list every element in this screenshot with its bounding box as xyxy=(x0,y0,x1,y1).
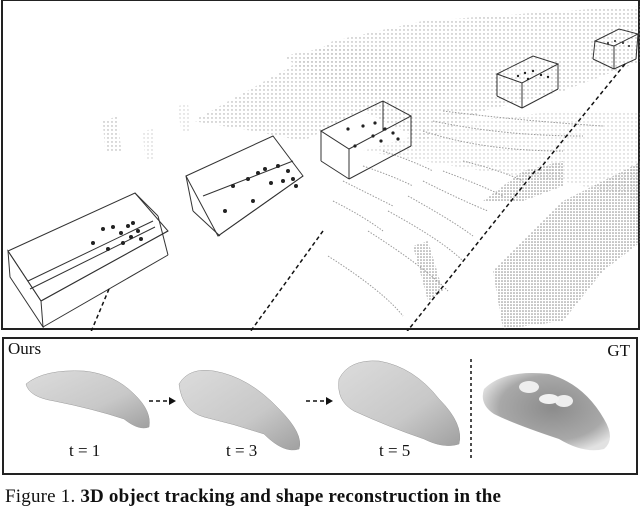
time-label-t5: t = 5 xyxy=(379,441,411,460)
shape-reconstruction-panel: Ours GT xyxy=(2,337,638,475)
caption-prefix: Figure 1. xyxy=(5,486,76,507)
ours-label: Ours xyxy=(8,339,42,358)
arrow-t1-t3 xyxy=(149,397,176,405)
time-label-t1: t = 1 xyxy=(69,441,101,460)
car-shape-t1 xyxy=(25,370,150,429)
bounding-box-t2 xyxy=(185,135,304,237)
car-shape-t3 xyxy=(178,370,301,451)
bounding-box-t4 xyxy=(495,55,560,109)
gt-label: GT xyxy=(607,341,630,360)
point-cloud-background xyxy=(103,6,640,329)
car-shape-t5 xyxy=(338,360,461,446)
object-points xyxy=(91,40,630,251)
connector-lines xyxy=(90,63,626,331)
ground-scan-lines xyxy=(327,110,604,317)
caption-title: 3D object tracking and shape reconstruct… xyxy=(80,486,502,507)
bounding-box-t3 xyxy=(319,100,413,180)
point-cloud-scene-panel xyxy=(1,0,640,331)
figure-caption: Figure 1. 3D object tracking and shape r… xyxy=(5,486,501,508)
time-label-t3: t = 3 xyxy=(226,441,258,460)
reconstruction-shapes xyxy=(25,359,610,459)
point-cloud-scene xyxy=(7,6,640,331)
arrow-t3-t5 xyxy=(306,397,333,405)
bounding-box-t1 xyxy=(7,192,169,329)
gt-point-cloud-car xyxy=(482,373,610,451)
